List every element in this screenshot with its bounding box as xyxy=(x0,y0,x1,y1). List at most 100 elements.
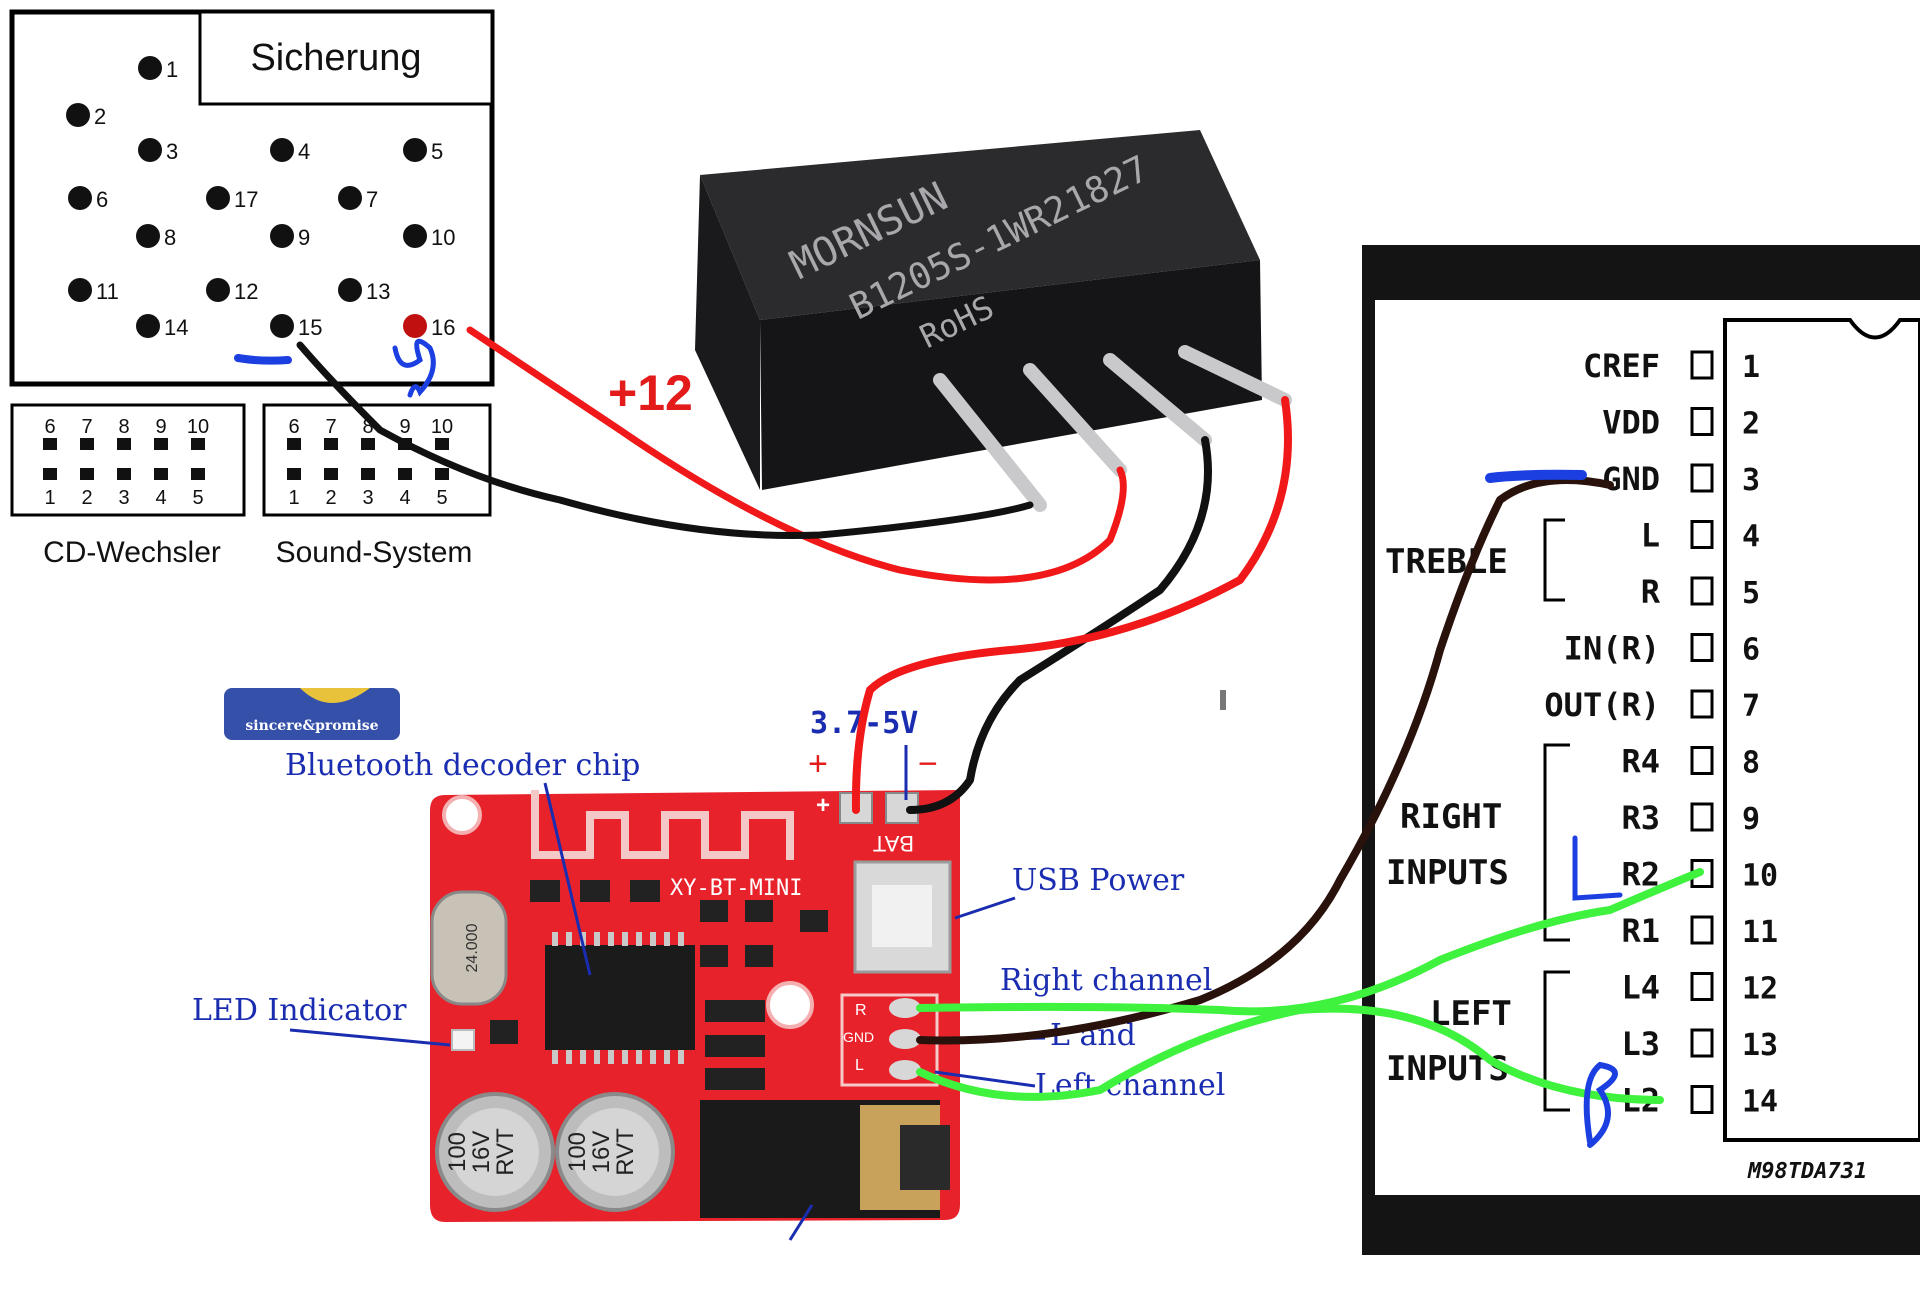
ic-pin-number: 13 xyxy=(1742,1028,1778,1063)
connector-pin-7: 7 xyxy=(338,186,378,212)
pen-mark-pin16 xyxy=(392,338,436,398)
ic-pin-number: 3 xyxy=(1742,463,1760,498)
part-number: M98TDA731 xyxy=(1747,1159,1867,1184)
black-wire-gnd xyxy=(296,341,1034,540)
pen-mark-r2 xyxy=(1572,835,1623,901)
ic-pin-name: OUT(R) xyxy=(1544,686,1660,724)
connector-pin-label: 2 xyxy=(94,104,106,129)
connector-pin-13: 13 xyxy=(338,278,390,304)
brown-wire-gnd xyxy=(916,476,1614,1045)
grid-top-number: 7 xyxy=(81,416,92,438)
grid-top-number: 7 xyxy=(325,416,336,438)
grid-bottom-number: 1 xyxy=(44,487,55,509)
connector-pin-6: 6 xyxy=(68,186,108,212)
connector-pin-label: 5 xyxy=(431,139,443,164)
connector-pin-label: 10 xyxy=(431,225,455,250)
board-name: XY-BT-MINI xyxy=(670,876,802,901)
connector-pin-17: 17 xyxy=(206,186,258,212)
grid-top-number: 9 xyxy=(155,416,166,438)
grid-top-number: 6 xyxy=(288,416,299,438)
grid-top-number: 10 xyxy=(431,416,453,438)
ic-pin-name: L3 xyxy=(1621,1025,1660,1063)
ic-pin-number: 8 xyxy=(1742,746,1760,781)
board-r: R xyxy=(855,1002,867,1019)
grid-top-number: 8 xyxy=(118,416,129,438)
ic-pin-number: 7 xyxy=(1742,689,1760,724)
connector-pin-11: 11 xyxy=(68,278,119,304)
connector-pin-14: 14 xyxy=(136,314,188,340)
connector-pin-1: 1 xyxy=(138,56,178,82)
ic-pin-13: L3 13 xyxy=(1621,1025,1778,1063)
ic-pin-number: 10 xyxy=(1742,859,1778,894)
ic-pin-number: 12 xyxy=(1742,972,1778,1007)
minus-label: − xyxy=(918,745,938,783)
red-wire-12v xyxy=(466,326,1127,584)
green-wire-right xyxy=(916,868,1704,1016)
left-inputs-label-2: INPUTS xyxy=(1386,1049,1509,1089)
connector-pin-12: 12 xyxy=(206,278,258,304)
ic-pin-number: 2 xyxy=(1742,407,1760,442)
board-l: L xyxy=(855,1057,864,1074)
connector-pin-2: 2 xyxy=(66,103,106,129)
crystal-text: 24.000 xyxy=(464,923,481,972)
pen-marks xyxy=(234,338,1623,1148)
red-wire-module xyxy=(851,396,1292,814)
divider-mark xyxy=(1220,690,1226,710)
grid-top-number: 6 xyxy=(44,416,55,438)
green-wire-left xyxy=(916,1004,1664,1104)
capacitor-text: 16V xyxy=(468,1131,495,1174)
ic-pin-7: OUT(R) 7 xyxy=(1544,686,1760,724)
ic-pin-name: GND xyxy=(1602,460,1660,498)
connector-pin-3: 3 xyxy=(138,138,178,164)
ic-pin-name: R3 xyxy=(1621,799,1660,837)
grid-top-number: 9 xyxy=(399,416,410,438)
bt-annotations: Bluetooth decoder chip USB Power LED Ind… xyxy=(192,706,1225,1241)
ic-pin-name: R4 xyxy=(1621,743,1660,781)
ic-pin-number: 14 xyxy=(1742,1085,1778,1120)
pen-dash-pin15 xyxy=(234,354,292,365)
led-label: LED Indicator xyxy=(192,993,407,1028)
grid-top-number: 10 xyxy=(187,416,209,438)
right-channel-label: Right channel xyxy=(1000,963,1212,998)
connector-pin-15: 15 xyxy=(270,314,322,340)
right-inputs-label-2: INPUTS xyxy=(1386,853,1509,893)
grid-bottom-number: 2 xyxy=(325,487,336,509)
right-inputs-label-1: RIGHT xyxy=(1400,797,1502,837)
sound-system-label: Sound-System xyxy=(276,536,473,569)
connector-pin-label: 12 xyxy=(234,279,258,304)
connector-pin-label: 1 xyxy=(166,57,178,82)
ic-pin-number: 11 xyxy=(1742,915,1778,950)
connector-pin-label: 7 xyxy=(366,187,378,212)
treble-label: TREBLE xyxy=(1385,542,1508,582)
capacitor-text: 100 xyxy=(564,1132,591,1172)
ic-pin-3: GND 3 xyxy=(1602,460,1760,498)
connector-pin-label: 9 xyxy=(298,225,310,250)
usb-label: USB Power xyxy=(1012,863,1185,898)
capacitor-text: 100 xyxy=(444,1132,471,1172)
ic-pin-number: 5 xyxy=(1742,576,1760,611)
ic-pin-name: R xyxy=(1641,573,1661,611)
black-wire-module xyxy=(906,436,1212,814)
ic-pin-number: 1 xyxy=(1742,350,1760,385)
pen-mark-l2 xyxy=(1583,1061,1618,1148)
logo-text: sincere&promise xyxy=(245,718,378,734)
connector-pin-label: 8 xyxy=(164,225,176,250)
ic-pin-name: L xyxy=(1641,517,1660,555)
connector-pin-label: 4 xyxy=(298,139,310,164)
plus12-label: +12 xyxy=(608,365,693,421)
fuse-label: Sicherung xyxy=(250,37,421,79)
ic-pin-number: 6 xyxy=(1742,633,1760,668)
